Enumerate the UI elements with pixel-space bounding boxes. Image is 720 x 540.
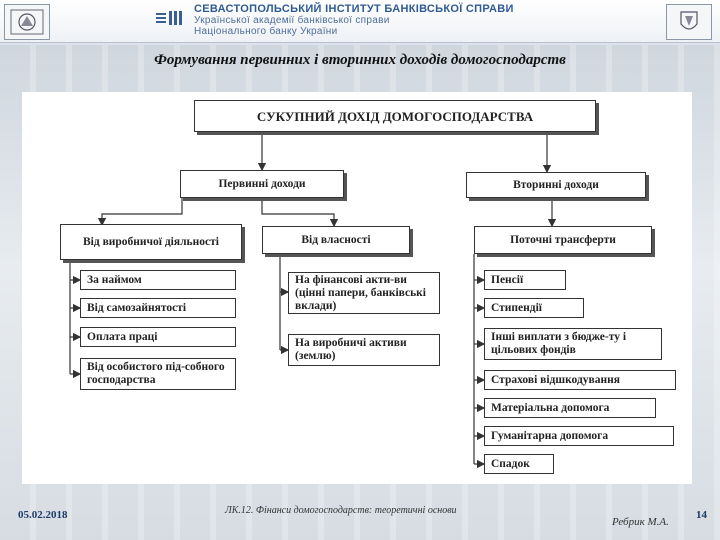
header-bar: СЕВАСТОПОЛЬСЬКИЙ ІНСТИТУТ БАНКІВСЬКОЇ СП… xyxy=(0,0,720,43)
footer-author: Ребрик М.А. xyxy=(612,516,669,528)
primary-income-box: Первинні доходи xyxy=(180,170,344,198)
coat-of-arms-icon xyxy=(666,4,712,40)
production-item: Від самозайнятості xyxy=(80,298,236,318)
institute-emblem-icon xyxy=(4,4,50,40)
production-item: За наймом xyxy=(80,270,236,290)
transfer-item: Страхові відшкодування xyxy=(484,370,676,390)
header-institute-name: СЕВАСТОПОЛЬСЬКИЙ ІНСТИТУТ БАНКІВСЬКОЇ СП… xyxy=(194,4,614,37)
secondary-income-box: Вторинні доходи xyxy=(466,172,646,198)
property-item: На виробничі активи (землю) xyxy=(288,334,440,366)
footer-lecture-title: ЛК.12. Фінанси домогосподарств: теоретич… xyxy=(225,505,535,516)
transfer-item: Стипендії xyxy=(484,298,584,318)
page-number: 14 xyxy=(696,509,707,521)
production-item: Від особистого під-собного господарства xyxy=(80,358,236,390)
footer-date: 05.02.2018 xyxy=(18,509,68,521)
production-activity-box: Від виробничої діяльності xyxy=(60,224,242,260)
transfer-item: Пенсії xyxy=(484,270,566,290)
bank-logo-icon xyxy=(156,10,186,26)
diagram-panel: СУКУПНИЙ ДОХІД ДОМОГОСПОДАРСТВА Первинні… xyxy=(22,92,692,484)
transfer-item: Матеріальна допомога xyxy=(484,398,656,418)
property-income-box: Від власності xyxy=(262,226,410,254)
header-line2: Української академії банківської справи xyxy=(194,15,614,26)
property-item: На фінансові акти-ви (цінні папери, банк… xyxy=(288,272,440,314)
transfer-item: Гуманітарна допомога xyxy=(484,426,674,446)
transfer-item: Спадок xyxy=(484,454,554,474)
page-title: Формування первинних і вторинних доходів… xyxy=(0,52,720,69)
root-box: СУКУПНИЙ ДОХІД ДОМОГОСПОДАРСТВА xyxy=(194,100,596,132)
header-line3: Національного банку України xyxy=(194,26,614,37)
transfer-item: Інші виплати з бюдже-ту і цільових фонді… xyxy=(484,328,662,360)
production-item: Оплата праці xyxy=(80,327,236,347)
header-line1: СЕВАСТОПОЛЬСЬКИЙ ІНСТИТУТ БАНКІВСЬКОЇ СП… xyxy=(194,4,614,15)
current-transfers-box: Поточні трансферти xyxy=(474,226,652,254)
